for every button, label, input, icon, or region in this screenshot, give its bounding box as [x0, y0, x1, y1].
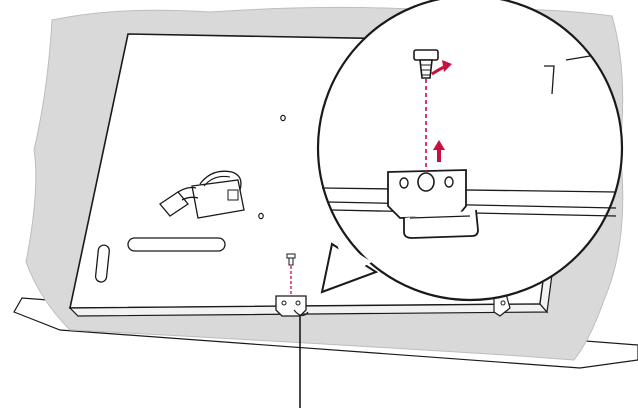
rotate-arrow-icon	[431, 60, 452, 76]
power-cable-connector-icon	[159, 170, 245, 219]
magnifier-callout-icon	[316, 0, 624, 302]
mount-hole	[280, 114, 286, 122]
enlarged-detail	[321, 49, 617, 239]
screw-icon	[286, 253, 296, 266]
up-arrow-icon	[433, 140, 445, 162]
panel-slot	[94, 244, 110, 283]
mount-hole	[258, 212, 264, 220]
stand-bracket-enlarged-icon	[387, 169, 479, 239]
panel-slot	[127, 237, 226, 252]
screw-enlarged-icon	[413, 49, 439, 79]
stand-bracket-icon	[275, 295, 309, 317]
